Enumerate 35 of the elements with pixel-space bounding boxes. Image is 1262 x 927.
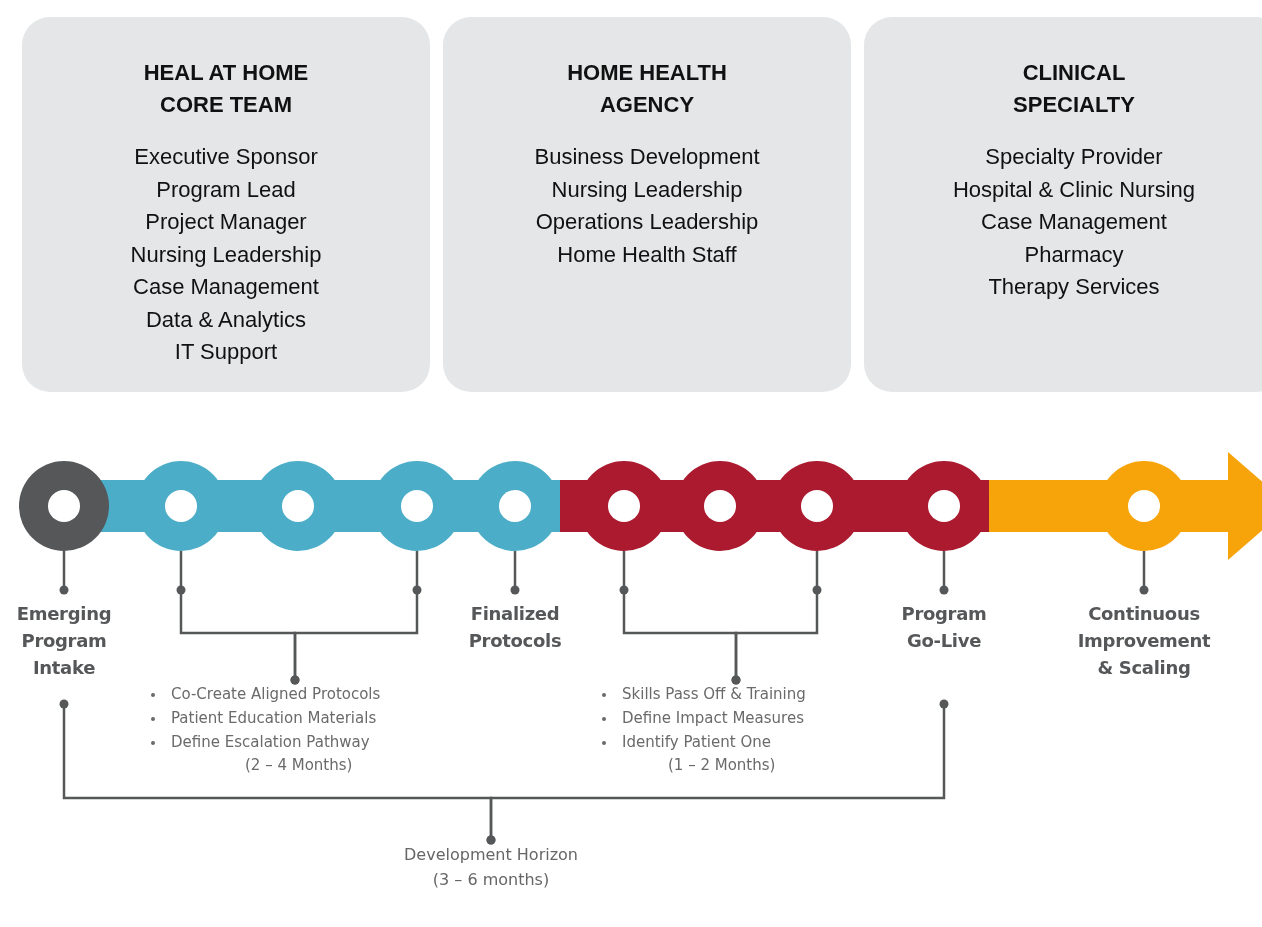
panel-heading: HEAL AT HOME CORE TEAM xyxy=(142,59,310,119)
role-text: Data & Analytics xyxy=(145,305,307,334)
task-bullet: Identify Patient One xyxy=(596,730,876,754)
task-bullet: Define Impact Measures xyxy=(596,706,876,730)
task-bullet: Patient Education Materials xyxy=(145,706,445,730)
panel-heading: CLINICAL SPECIALTY xyxy=(1012,59,1136,119)
role-text: Nursing Leadership xyxy=(551,175,743,204)
role-text: Hospital & Clinic Nursing xyxy=(952,175,1196,204)
team-panel xyxy=(864,17,1262,392)
role-text: Operations Leadership xyxy=(535,208,759,236)
role-text: Specialty Provider xyxy=(985,143,1163,171)
role-text: IT Support xyxy=(174,338,278,366)
milestone-label: Emerging Program Intake xyxy=(15,602,113,680)
duration-text: (1 – 2 Months) xyxy=(667,755,776,776)
milestone-label: Program Go-Live xyxy=(900,602,988,653)
role-text: Business Development xyxy=(534,143,760,171)
milestone-label: Continuous Improvement & Scaling xyxy=(1076,602,1212,680)
role-text: Nursing Leadership xyxy=(130,240,322,269)
role-text: Home Health Staff xyxy=(557,240,737,269)
team-panel xyxy=(443,17,851,392)
role-text: Case Management xyxy=(133,273,319,301)
team-panel xyxy=(22,17,430,392)
role-text: Program Lead xyxy=(156,175,296,204)
task-bullet: Co-Create Aligned Protocols xyxy=(145,682,445,706)
role-text: Therapy Services xyxy=(988,273,1160,301)
panel-heading: HOME HEALTH AGENCY xyxy=(566,59,728,119)
role-text: Project Manager xyxy=(145,208,307,236)
role-text: Pharmacy xyxy=(1024,240,1124,269)
duration-text: (2 – 4 Months) xyxy=(244,755,353,776)
task-bullet: Skills Pass Off & Training xyxy=(596,682,876,706)
role-text: Case Management xyxy=(981,208,1167,236)
task-bullet: Define Escalation Pathway xyxy=(145,730,445,754)
horizon-text: Development Horizon (3 – 6 months) xyxy=(403,844,579,891)
role-text: Executive Sponsor xyxy=(134,143,318,171)
milestone-label: Finalized Protocols xyxy=(467,602,563,653)
